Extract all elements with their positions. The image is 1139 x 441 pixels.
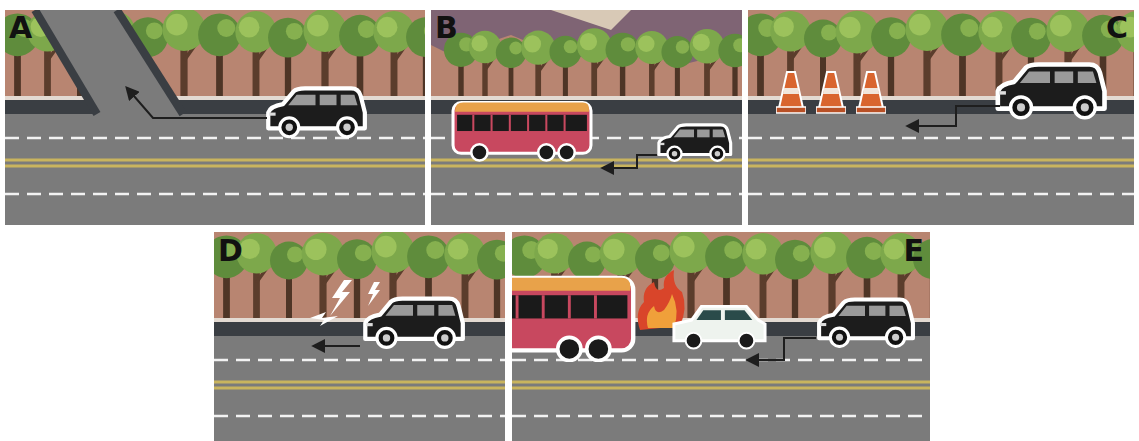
panel-letter: E bbox=[904, 236, 925, 266]
panel-letter: D bbox=[218, 236, 243, 266]
panel-c bbox=[739, 8, 1139, 234]
panel-a bbox=[0, 8, 446, 234]
panel-letter: C bbox=[1106, 13, 1128, 43]
panel-e bbox=[436, 230, 953, 441]
panel-letter: B bbox=[435, 13, 458, 43]
panel-letter: A bbox=[9, 13, 32, 43]
